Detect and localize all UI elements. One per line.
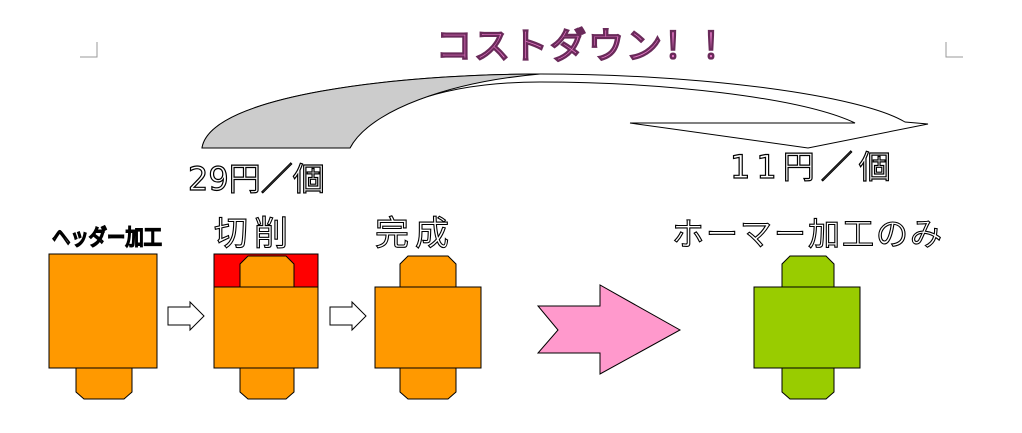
part-stem: [781, 367, 835, 400]
part-top-boss: [399, 255, 457, 288]
part-stem: [239, 367, 295, 400]
step-label-homer: ホーマー加工のみ: [672, 215, 944, 253]
step-label-cutting: 切削: [214, 214, 294, 254]
part-body: [48, 253, 158, 369]
part-stem: [399, 367, 457, 400]
process-arrow-1: [167, 300, 205, 332]
part-body: [213, 286, 319, 369]
crop-mark-left: [80, 42, 98, 58]
big-transition-arrow: [536, 284, 682, 375]
part-body: [753, 286, 861, 369]
crop-mark-right: [945, 42, 963, 58]
arc-arrow-shaded-body: [201, 73, 541, 149]
part-homer-only: [753, 255, 861, 400]
cost-after-label: 11円／個: [730, 148, 897, 186]
part-top-boss: [781, 255, 835, 288]
process-arrow-2: [329, 300, 367, 332]
part-body: [374, 286, 482, 369]
cost-before-label: 29円／個: [188, 160, 325, 198]
part-top-boss: [239, 255, 295, 288]
step-label-header: ヘッダー加工: [52, 225, 162, 251]
headline: コストダウン！！: [436, 26, 740, 67]
part-cutting: [213, 253, 319, 400]
step-label-done: 完成: [375, 214, 455, 254]
part-header-blank: [48, 253, 158, 400]
part-finished: [374, 255, 482, 400]
part-stem: [75, 367, 133, 400]
